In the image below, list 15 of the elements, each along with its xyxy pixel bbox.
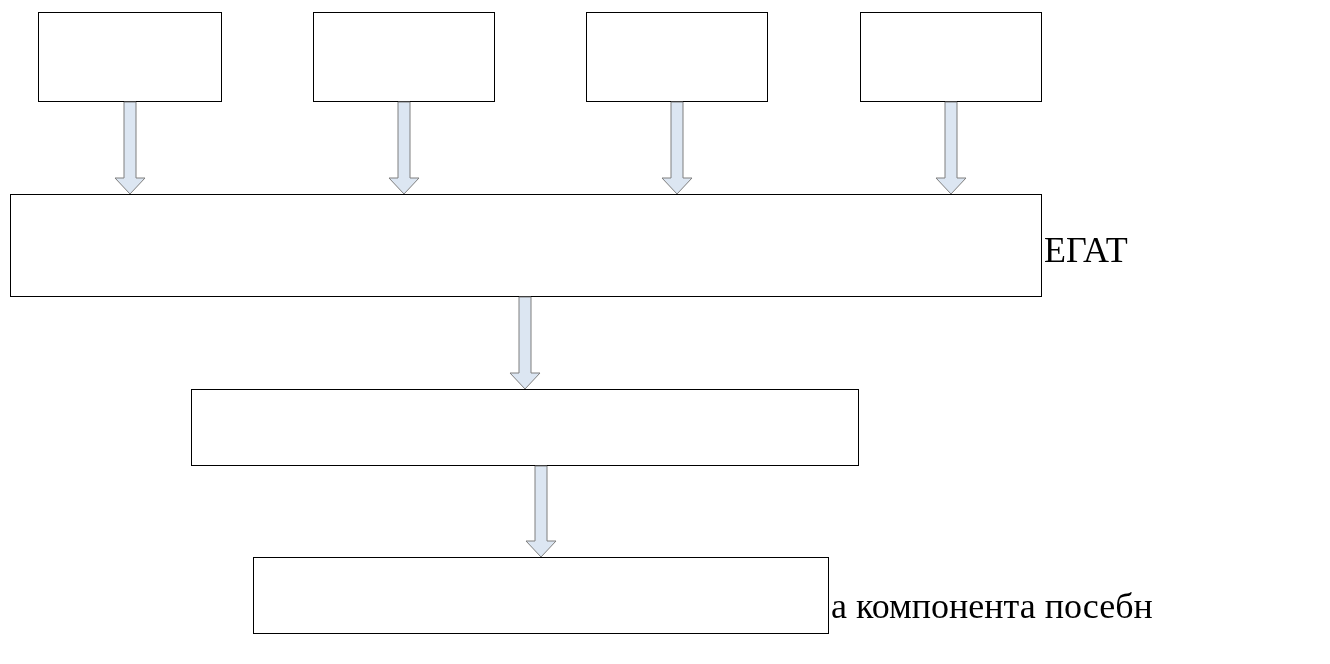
- empty-box: [313, 12, 495, 102]
- partial-text: а компонента посебн: [831, 588, 1153, 624]
- block-arrow: [935, 101, 967, 195]
- empty-box: [586, 12, 768, 102]
- empty-box: [10, 194, 1042, 297]
- block-arrow: [661, 101, 693, 195]
- block-arrow: [114, 101, 146, 195]
- block-arrow: [509, 296, 541, 390]
- block-arrow: [525, 465, 557, 558]
- empty-box: [253, 557, 829, 634]
- block-arrow: [388, 101, 420, 195]
- empty-box: [38, 12, 222, 102]
- empty-box: [191, 389, 859, 466]
- empty-box: [860, 12, 1042, 102]
- partial-text: ЕГАТ: [1044, 232, 1128, 268]
